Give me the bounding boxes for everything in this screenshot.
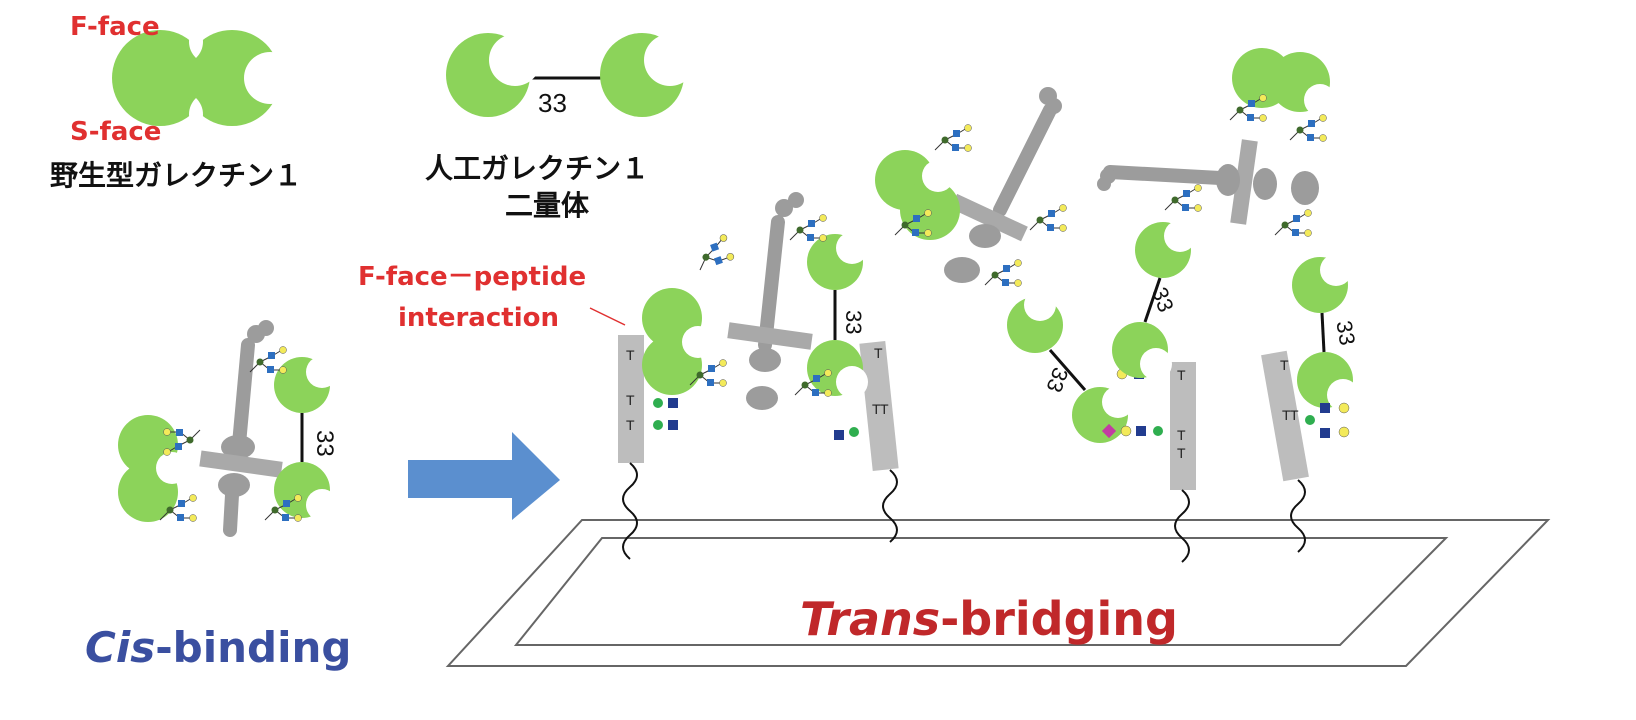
artificial-galectin-label-line2: 二量体 <box>505 189 590 222</box>
trans-bridging-caption: Trans-bridging <box>800 592 1178 646</box>
peptide-mark: T <box>626 417 635 433</box>
interaction-label-line2: interaction <box>398 303 559 333</box>
trans-linker-label-3: 33 <box>1147 284 1179 316</box>
peptide-bar-3 <box>1170 362 1196 563</box>
peptide-bar-1 <box>618 335 644 560</box>
artificial-galectin-label-line1: 人工ガレクチン１ <box>425 152 649 185</box>
trans-complex-left <box>642 192 868 440</box>
interaction-pointer-line <box>589 307 626 326</box>
wildtype-galectin-icon <box>112 20 296 136</box>
trans-bridging-caption-rest: -bridging <box>940 592 1178 646</box>
peptide-mark: T <box>874 345 883 361</box>
peptide-mark: T <box>872 401 881 417</box>
s-face-label: S-face <box>70 117 161 147</box>
peptide-mark: T <box>1280 357 1289 373</box>
peptide-mark: T <box>880 401 889 417</box>
peptide-mark: T <box>1290 407 1299 423</box>
cis-binding-caption: Cis-binding <box>85 623 351 672</box>
transition-arrow <box>408 432 560 520</box>
trans-linker-label-1: 33 <box>841 310 866 334</box>
peptide-mark: T <box>1177 367 1186 383</box>
cis-binding-caption-italic: Cis <box>85 623 155 672</box>
peptide-mark: T <box>1282 407 1291 423</box>
trans-complex-middle <box>875 87 1163 443</box>
trans-complex-right <box>1097 48 1359 438</box>
f-face-label: F-face <box>70 12 160 42</box>
peptide-mark: T <box>1177 427 1186 443</box>
interaction-label-line1: F-face－peptide <box>358 262 586 292</box>
cis-binding-caption-rest: -binding <box>155 623 351 672</box>
trans-linker-label-2: 33 <box>1041 364 1073 396</box>
trans-linker-label-4: 33 <box>1331 319 1360 347</box>
cis-linker-label: 33 <box>311 430 338 457</box>
peptide-bar-2 <box>859 340 899 543</box>
peptide-mark: T <box>626 347 635 363</box>
artificial-dimer-icon <box>446 33 696 117</box>
cell-surface-plane <box>445 519 1551 667</box>
linker-length-label: 33 <box>538 88 567 118</box>
trans-bridging-caption-italic: Trans <box>800 592 940 646</box>
cis-binding-complex <box>118 320 338 537</box>
wildtype-galectin-label: 野生型ガレクチン１ <box>50 159 302 192</box>
peptide-mark: T <box>1177 445 1186 461</box>
peptide-mark: T <box>626 392 635 408</box>
peptide-bar-4 <box>1261 350 1309 553</box>
